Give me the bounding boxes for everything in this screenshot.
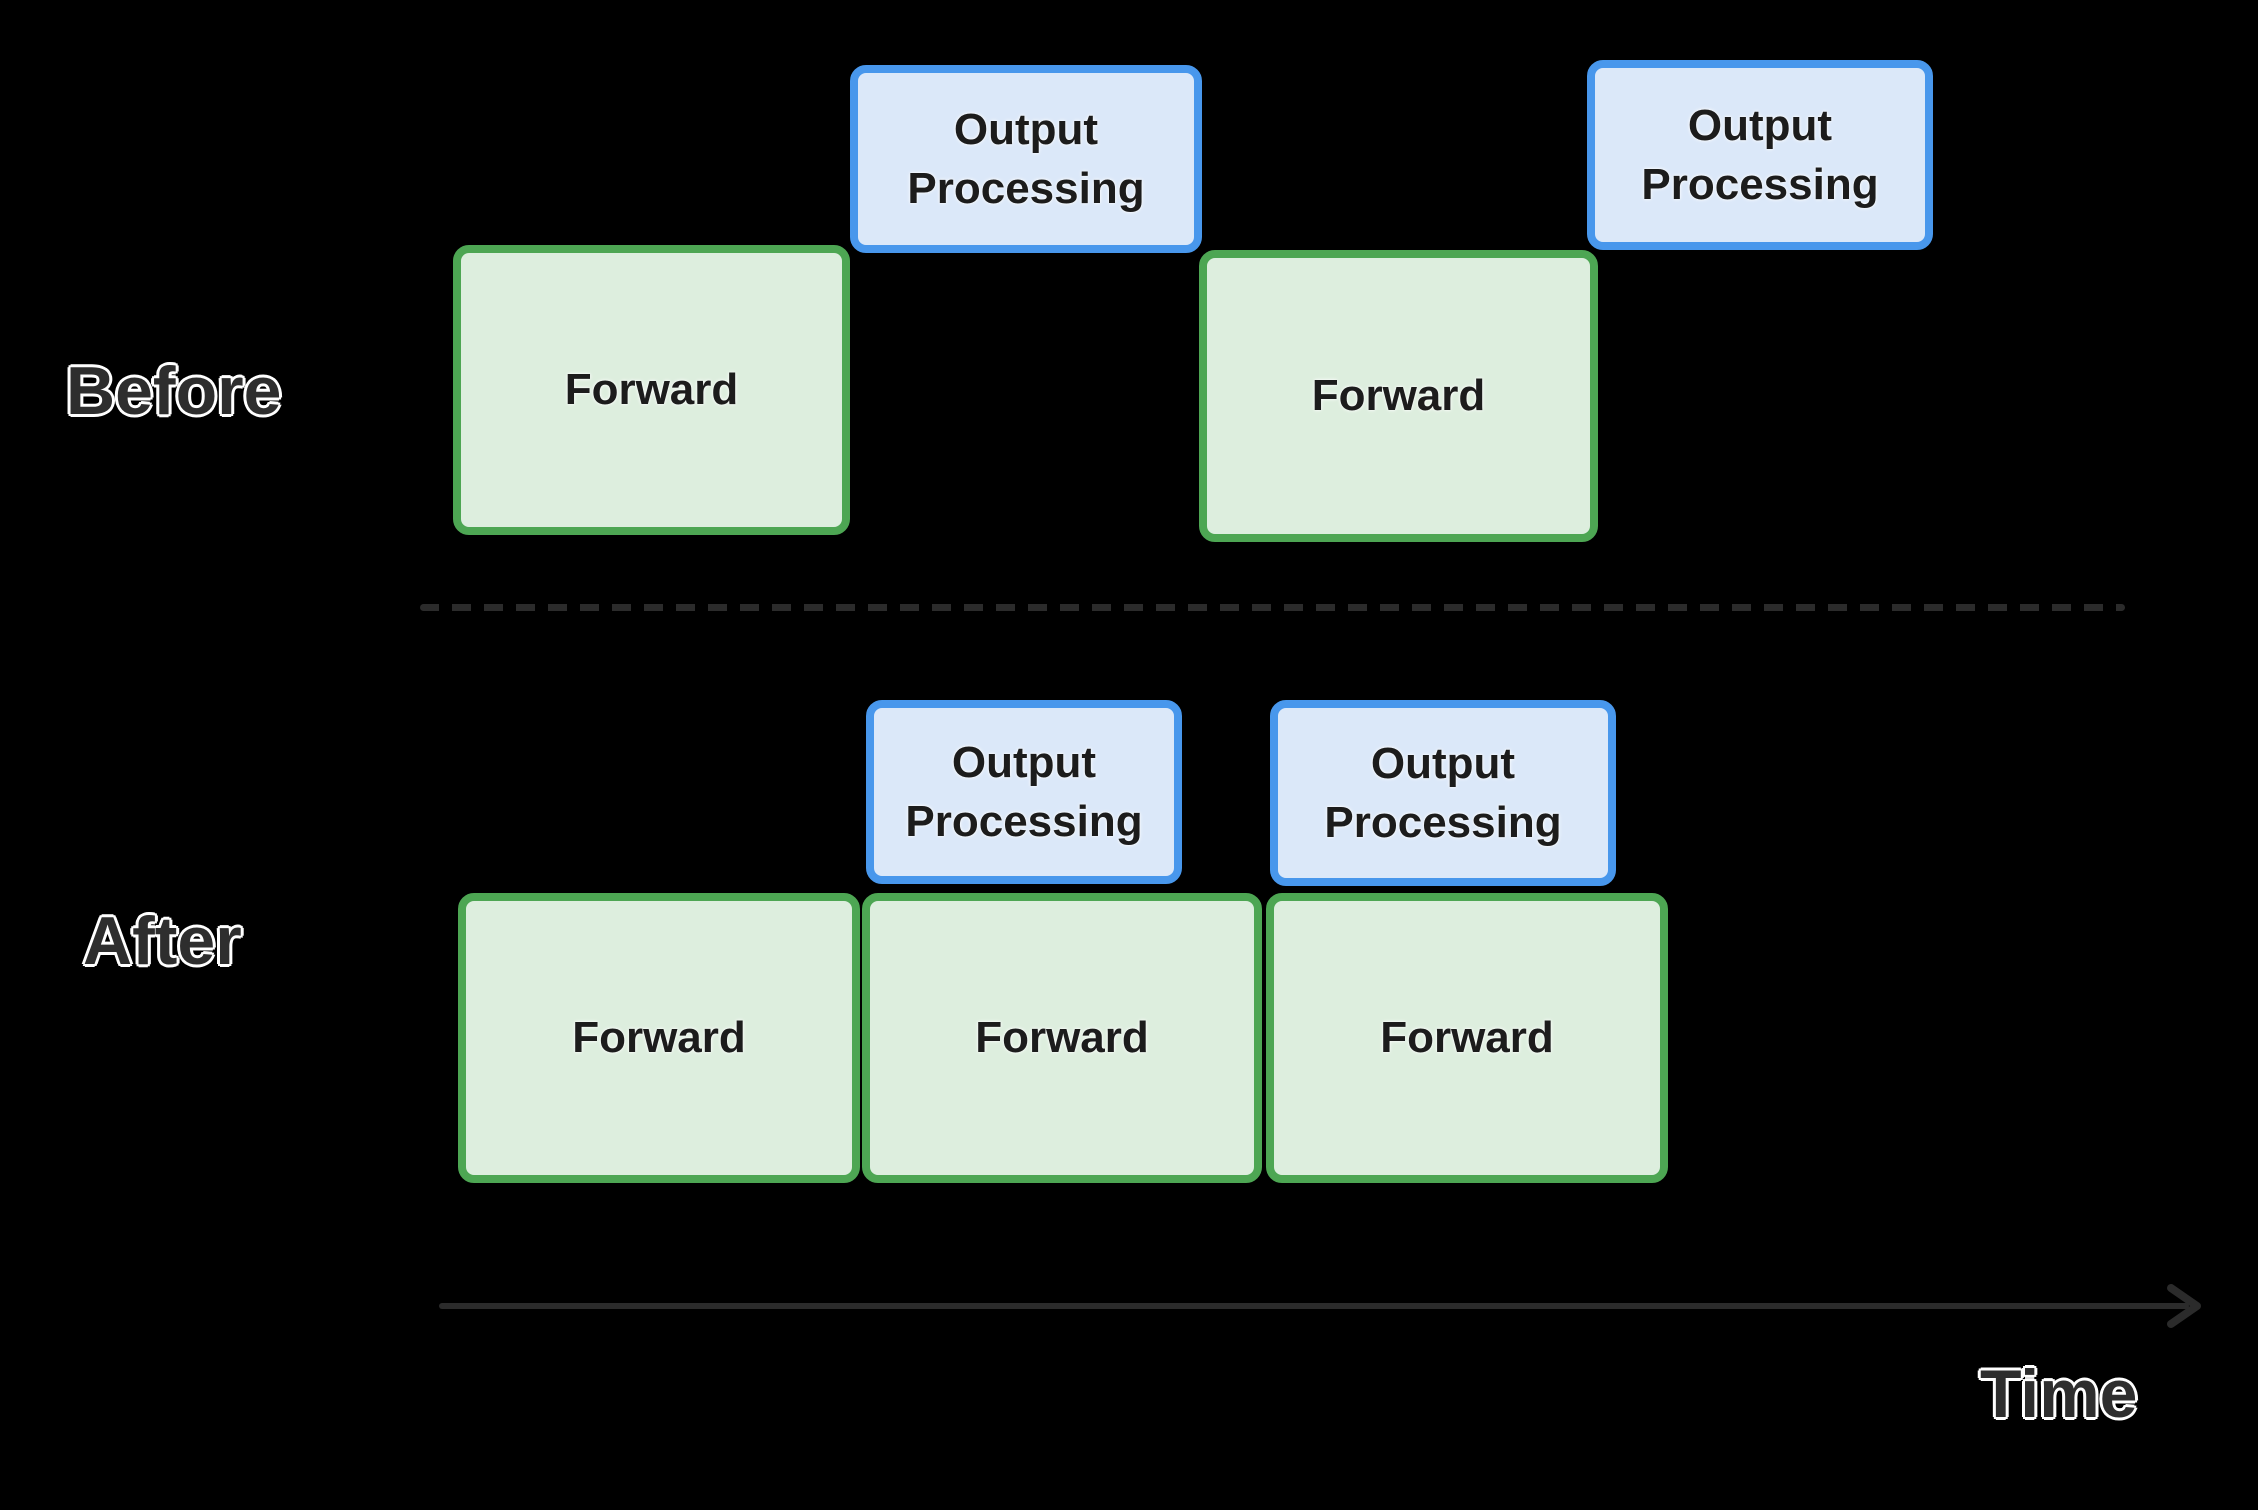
- time-axis-arrowhead-icon: [2167, 1284, 2201, 1328]
- before-row-label: Before: [66, 353, 282, 429]
- after-output-processing-2-label: Output Processing: [1324, 738, 1562, 847]
- dashed-divider-line: [420, 604, 2125, 611]
- after-output-processing-1-box: Output Processing: [866, 700, 1182, 884]
- after-forward-1-box: Forward: [458, 893, 860, 1183]
- time-axis-label: Time: [1980, 1356, 2138, 1432]
- before-forward-1-box: Forward: [453, 245, 850, 535]
- before-forward-2-box: Forward: [1199, 250, 1598, 542]
- before-forward-1-label: Forward: [564, 365, 739, 415]
- after-forward-3-label: Forward: [1380, 1013, 1554, 1063]
- before-output-processing-1-label: Output Processing: [907, 104, 1145, 213]
- time-axis-arrow: [439, 1284, 2201, 1328]
- before-forward-2-label: Forward: [1311, 371, 1486, 421]
- after-output-processing-1-label: Output Processing: [905, 737, 1143, 846]
- after-forward-2-label: Forward: [975, 1013, 1149, 1063]
- after-forward-3-box: Forward: [1266, 893, 1668, 1183]
- after-forward-1-label: Forward: [572, 1013, 746, 1063]
- before-output-processing-1-box: Output Processing: [850, 65, 1202, 253]
- after-output-processing-2-box: Output Processing: [1270, 700, 1616, 886]
- after-forward-2-box: Forward: [862, 893, 1262, 1183]
- after-row-label: After: [83, 903, 242, 979]
- before-output-processing-2-label: Output Processing: [1641, 100, 1879, 209]
- before-output-processing-2-box: Output Processing: [1587, 60, 1933, 250]
